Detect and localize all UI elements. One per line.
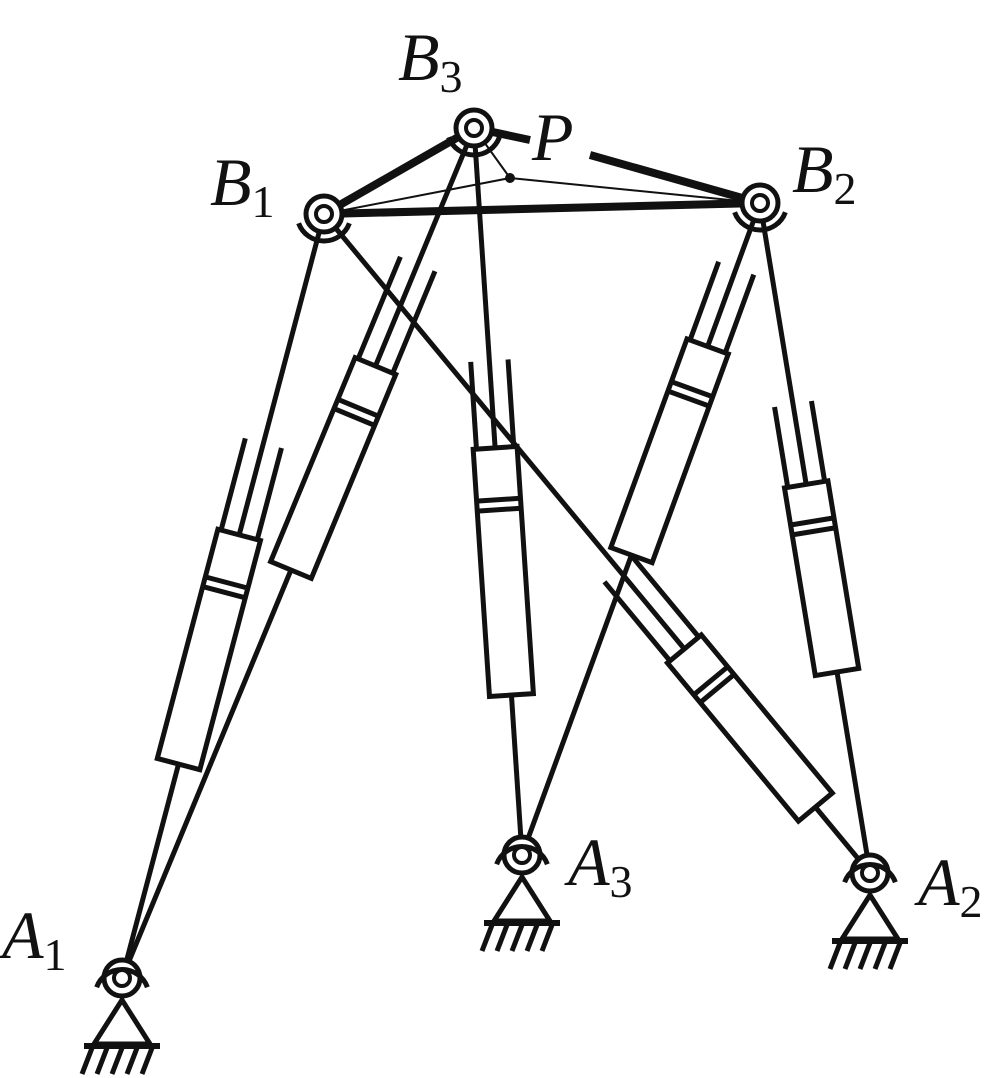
leg-a2-b1 (322, 212, 872, 875)
label-p: P (531, 99, 574, 175)
label-a1: A1 (0, 897, 67, 980)
ground-a2 (827, 890, 908, 970)
ground-a3 (479, 872, 560, 952)
joint-a3 (494, 834, 550, 876)
label-b1: B1 (210, 144, 275, 227)
joint-b3 (446, 107, 502, 158)
label-b3: B3 (398, 19, 463, 102)
leg-a1-b3 (119, 127, 477, 979)
joints (94, 107, 898, 999)
joint-b2 (732, 182, 788, 233)
leg-a2-b2 (757, 202, 873, 874)
label-b2: B2 (792, 131, 857, 214)
leg-a3-b2 (519, 202, 763, 856)
point-p-dot (505, 173, 515, 183)
leg-a3-b3 (468, 127, 537, 856)
ground-supports (79, 872, 908, 1075)
ground-a1 (79, 995, 160, 1075)
leg-a1-b1 (119, 213, 327, 979)
joint-a2 (842, 852, 898, 894)
label-a2: A2 (914, 844, 983, 927)
joint-a1 (94, 957, 150, 999)
joint-b1 (296, 193, 352, 244)
actuator-legs (119, 127, 873, 979)
label-a3: A3 (564, 824, 633, 907)
